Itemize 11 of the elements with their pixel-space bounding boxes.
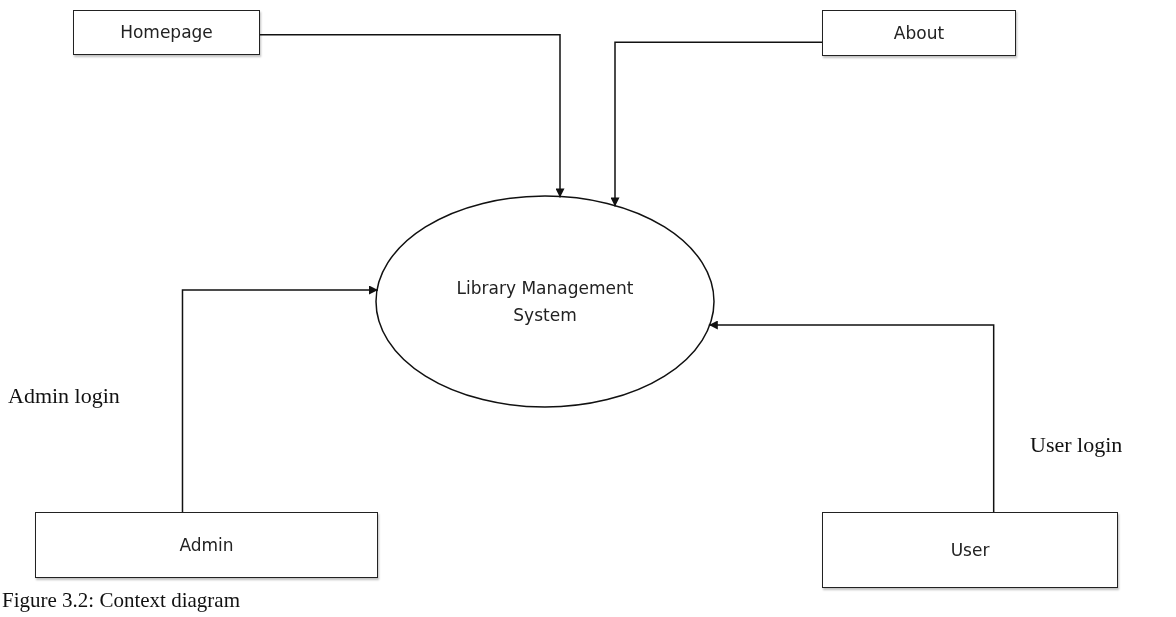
- node-label: Library Management System: [455, 277, 635, 327]
- process-ellipse: [375, 195, 715, 408]
- node-label: Homepage: [120, 21, 213, 45]
- node-label: Admin: [179, 533, 234, 557]
- entity-box: [822, 10, 1016, 56]
- entity-box: [822, 512, 1118, 588]
- entity-box: [73, 10, 260, 55]
- figure-caption: Figure 3.2: Context diagram: [2, 588, 240, 613]
- node-label: User: [950, 538, 990, 562]
- entity-box: [35, 512, 378, 578]
- node-label: About: [893, 21, 945, 45]
